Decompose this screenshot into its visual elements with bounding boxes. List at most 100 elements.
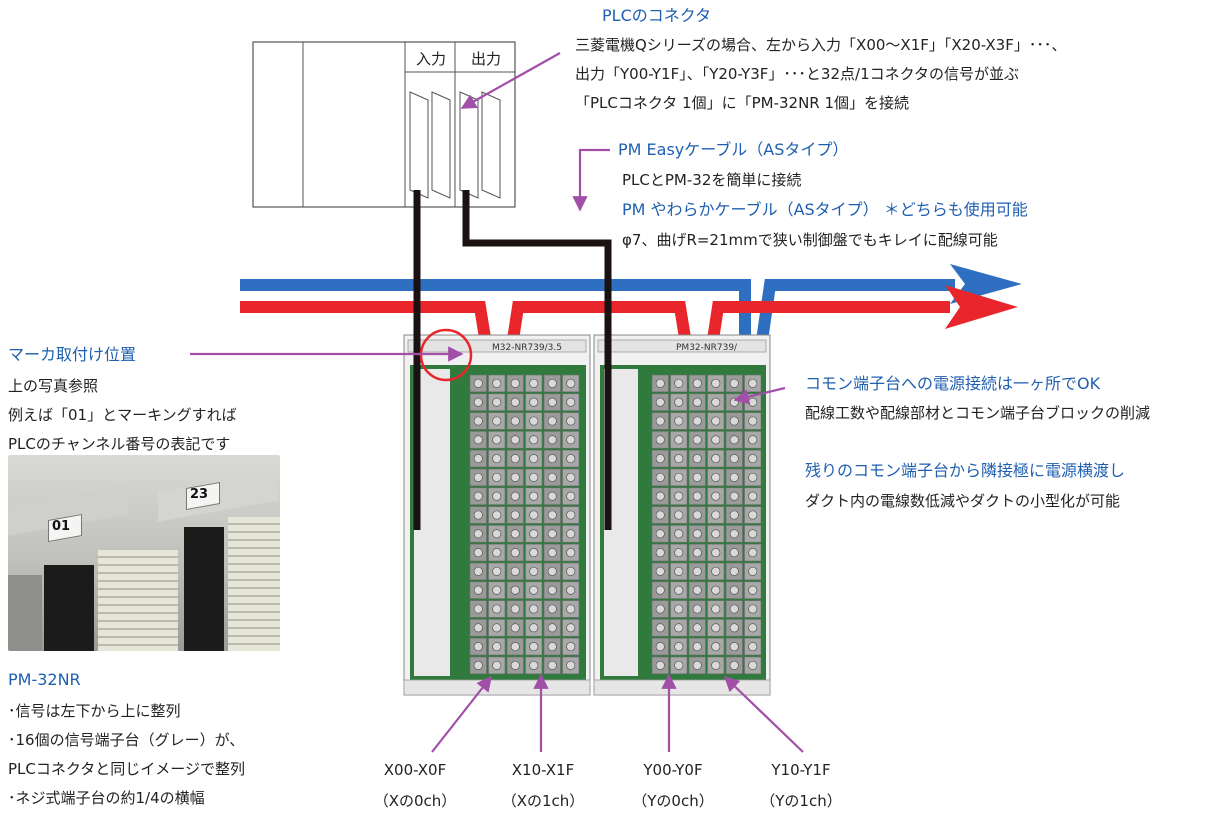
module-x-terminal-screw [510,566,520,576]
pm32nr-line-2: ･16個の信号端子台（グレー）が、 [8,731,245,749]
module-x-terminal-screw [492,623,502,633]
module-y-terminal-screw [674,623,684,633]
module-x-terminal-screw [566,604,576,614]
module-x-terminal-screw [492,378,502,388]
module-y-terminal-screw [748,660,758,670]
module-y-terminal-screw [655,585,665,595]
module-y-terminal-screw [655,566,665,576]
module-x-terminal-screw [566,529,576,539]
module-x-terminal-screw [547,642,557,652]
module-x-terminal-screw [473,623,483,633]
module-y-terminal-screw [748,472,758,482]
module-x-terminal-screw [473,416,483,426]
module-x-terminal-screw [529,642,539,652]
module-x-terminal-screw [529,472,539,482]
module-y-terminal-screw [692,529,702,539]
module-x-terminal-screw [510,529,520,539]
module-y-terminal-screw [748,529,758,539]
module-x-terminal-screw [510,604,520,614]
module-x-terminal-screw [547,454,557,464]
module-x-terminal-screw [566,491,576,501]
caption-x00-range: X00-X0F [383,761,447,779]
module-x-terminal-screw [566,416,576,426]
pm32nr-line-4: ･ネジ式端子台の約1/4の横幅 [8,789,205,807]
module-x-terminal-screw [566,472,576,482]
terminal-module-x [403,334,591,696]
module-y-terminal-screw [674,491,684,501]
module-x-terminal-screw [547,510,557,520]
easy-cable-title: PM Easyケーブル（ASタイプ） [618,140,849,159]
module-x-terminal-screw [473,397,483,407]
module-x-terminal-screw [510,623,520,633]
module-x-terminal-screw [529,416,539,426]
module-x-terminal-screw [547,660,557,670]
caption-x10-range: X10-X1F [511,761,575,779]
module-y-terminal-screw [655,623,665,633]
plc-connector-title: PLCのコネクタ [602,6,712,25]
plc-connector-line-2: 出力「Y00-Y1F」、「Y20-Y3F」･･･と32点/1コネクタの信号が並ぶ [575,65,1020,83]
module-y-terminal-screw [711,491,721,501]
module-x-terminal-screw [547,491,557,501]
module-y-terminal-screw [692,660,702,670]
module-y-terminal-screw [655,491,665,501]
module-x-terminal-screw [547,378,557,388]
module-y-terminal-screw [692,585,702,595]
module-y-terminal-screw [711,510,721,520]
module-y-terminal-screw [711,529,721,539]
module-y-terminal-screw [692,435,702,445]
module-y-terminal-screw [655,529,665,539]
module-y-terminal-screw [748,510,758,520]
module-y-terminal-screw [729,510,739,520]
module-x-terminal-screw [510,548,520,558]
easy-cable-desc: PLCとPM-32を簡単に接続 [622,171,802,189]
module-x-terminal-screw [492,604,502,614]
caption-y10-range: Y10-Y1F [771,761,831,779]
module-y-label: PM32-NR739/ [676,343,738,353]
module-x-terminal-screw [510,585,520,595]
module-x-terminal-screw [529,604,539,614]
module-y-terminal-screw [729,604,739,614]
module-x-terminal-screw [547,604,557,614]
module-y-terminal-screw [729,642,739,652]
module-x-terminal-screw [492,472,502,482]
module-y-terminal-screw [729,416,739,426]
module-y-terminal-screw [711,472,721,482]
module-x-terminal-screw [492,397,502,407]
module-y-terminal-screw [729,491,739,501]
module-x-terminal-screw [566,585,576,595]
pm32nr-title: PM-32NR [8,670,81,689]
common-title-1: コモン端子台への電源接続は一ヶ所でOK [805,374,1101,393]
pm32nr-line-3: PLCコネクタと同じイメージで整列 [8,760,245,778]
module-y-terminal-screw [748,585,758,595]
module-x-terminal-screw [529,660,539,670]
module-y-terminal-screw [674,435,684,445]
module-y-terminal-screw [655,397,665,407]
module-x-terminal-screw [492,510,502,520]
module-x-terminal-screw [510,660,520,670]
module-y-terminal-screw [655,642,665,652]
module-x-terminal-screw [566,566,576,576]
terminal-module-y [593,334,771,696]
module-y-terminal-screw [711,397,721,407]
module-x-terminal-screw [473,472,483,482]
module-y-terminal-screw [748,566,758,576]
soft-cable-title: PM やわらかケーブル（ASタイプ） ＊どちらも使用可能 [622,200,1028,219]
module-x-terminal-screw [510,472,520,482]
module-x-terminal-screw [547,585,557,595]
module-x-terminal-screw [529,585,539,595]
module-y-terminal-screw [711,642,721,652]
pm32nr-line-1: ･信号は左下から上に整列 [8,702,181,720]
module-x-terminal-screw [529,397,539,407]
module-y-terminal-screw [692,378,702,388]
module-x-terminal-screw [510,397,520,407]
common-title-2: 残りのコモン端子台から隣接極に電源横渡し [805,461,1126,480]
module-y-terminal-screw [711,566,721,576]
module-x-terminal-screw [473,510,483,520]
module-x-terminal-screw [529,510,539,520]
module-y-terminal-screw [711,585,721,595]
module-x-terminal-screw [566,623,576,633]
module-y-terminal-screw [692,510,702,520]
module-y-terminal-screw [729,548,739,558]
module-y-terminal-screw [655,454,665,464]
